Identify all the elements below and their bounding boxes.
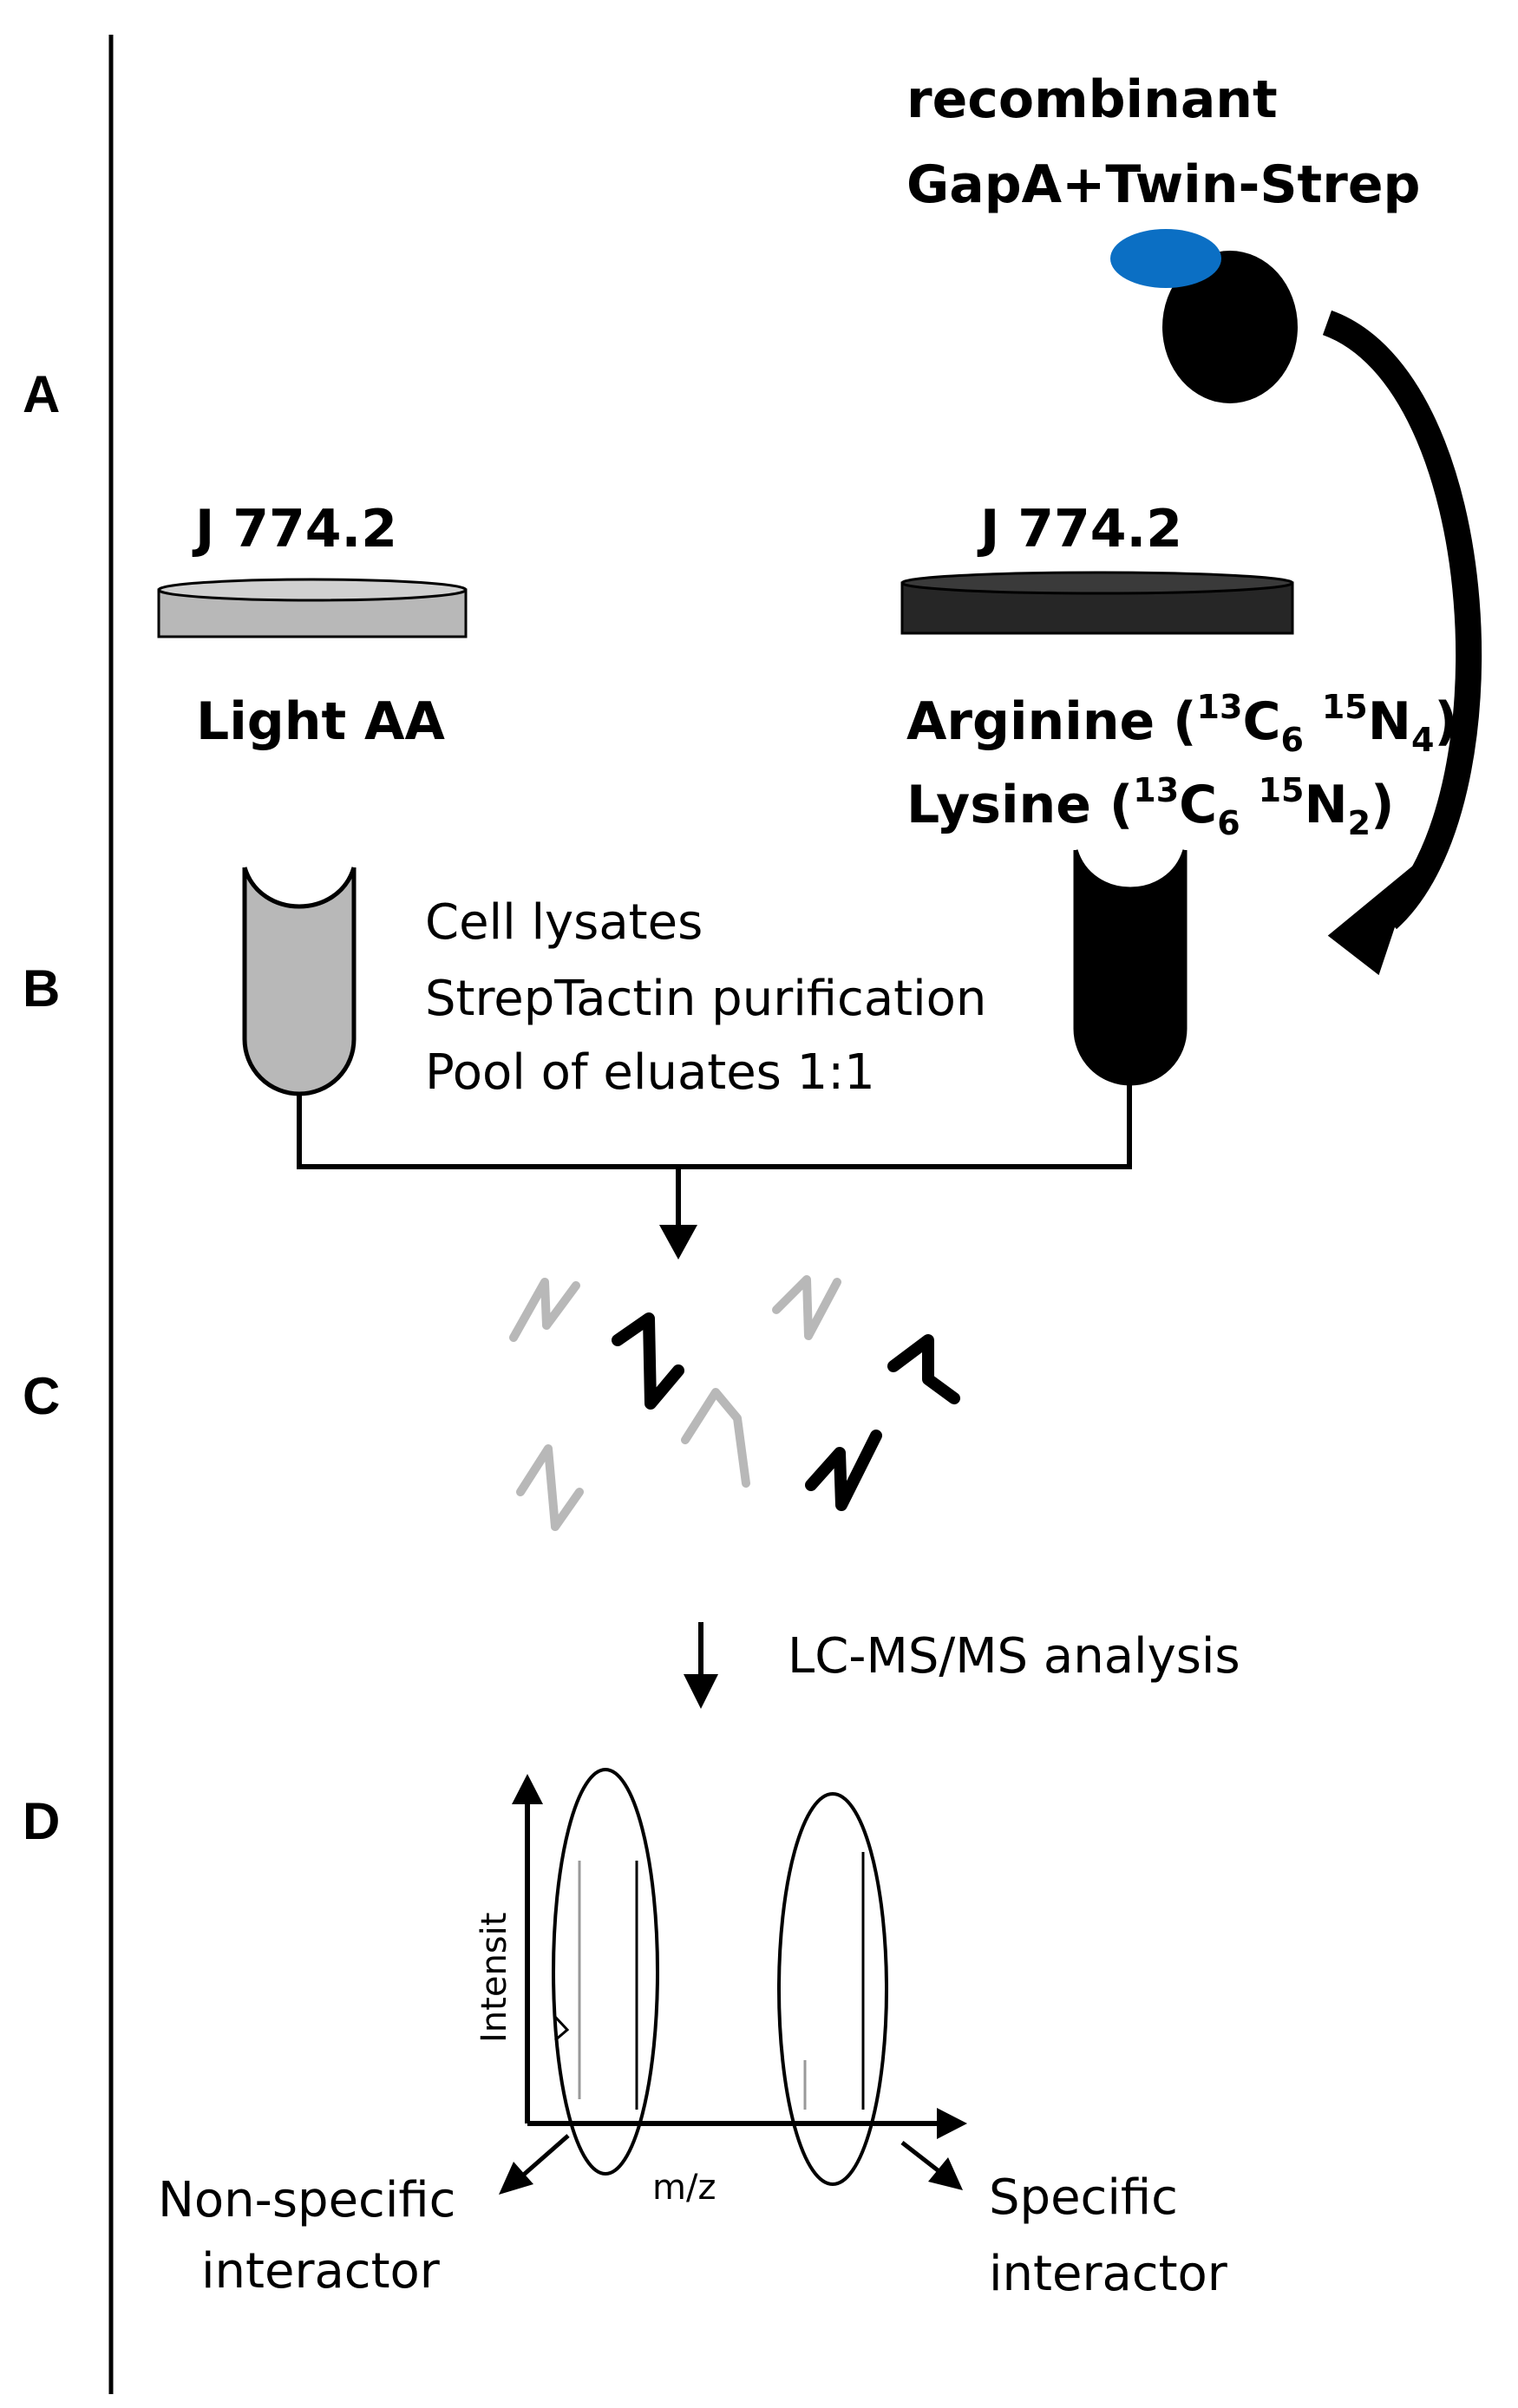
twin-strep-tag-shape bbox=[1110, 229, 1221, 288]
processing-step-purification: StrepTactin purification bbox=[425, 971, 986, 1027]
non-specific-arrow bbox=[499, 2134, 570, 2195]
non-specific-label-line2: interactor bbox=[201, 2243, 441, 2300]
spectrum-x-axis-label: m/z bbox=[652, 2168, 716, 2208]
heavy-peptide bbox=[887, 1334, 960, 1404]
light-medium-label: Light AA bbox=[196, 691, 445, 752]
light-peptide bbox=[681, 1388, 750, 1488]
heavy-lysine-label: Lysine (13C6 15N2) bbox=[906, 771, 1395, 842]
non-specific-label-line1: Non-specific bbox=[158, 2172, 455, 2228]
light-lysate-tube bbox=[242, 867, 357, 1096]
protein-label-line2: GapA+Twin-Strep bbox=[906, 154, 1420, 215]
heavy-lysate-tube bbox=[1073, 849, 1188, 1086]
specific-label-line1: Specific bbox=[989, 2169, 1178, 2226]
pooling-connector bbox=[297, 1084, 1132, 1260]
light-peptide bbox=[772, 1275, 841, 1340]
step-label-c: C bbox=[23, 1367, 60, 1425]
protein-to-tube-arrow bbox=[1322, 310, 1482, 976]
light-dish-cell-line: J 774.2 bbox=[192, 499, 397, 559]
heavy-culture-dish bbox=[900, 571, 1294, 635]
step-label-b: B bbox=[23, 959, 60, 1018]
analysis-arrow bbox=[684, 1622, 718, 1709]
mass-spectrum-plot: Intensit m/z bbox=[474, 1768, 967, 2208]
light-peptide bbox=[516, 1444, 584, 1531]
specific-arrow bbox=[900, 2141, 963, 2190]
recombinant-protein-icon bbox=[1110, 229, 1298, 403]
heavy-peptide bbox=[612, 1312, 684, 1410]
step-label-d: D bbox=[23, 1792, 60, 1850]
peptide-mixture bbox=[509, 1275, 960, 1531]
step-label-a: A bbox=[23, 365, 60, 423]
specific-peak-pair-circle bbox=[777, 1792, 888, 2186]
processing-step-lysates: Cell lysates bbox=[425, 894, 703, 951]
heavy-peptide bbox=[805, 1430, 882, 1511]
y-axis-tick-mark bbox=[553, 2015, 570, 2042]
protein-body-shape bbox=[1162, 251, 1298, 403]
protein-label-line1: recombinant bbox=[906, 69, 1278, 130]
specific-label-line2: interactor bbox=[989, 2246, 1228, 2302]
spectrum-y-axis-label: Intensit bbox=[474, 1913, 514, 2043]
light-peptide bbox=[509, 1278, 580, 1342]
analysis-label: LC-MS/MS analysis bbox=[788, 1628, 1240, 1685]
processing-step-pooling: Pool of eluates 1:1 bbox=[425, 1044, 875, 1101]
heavy-arginine-label: Arginine (13C6 15N4) bbox=[906, 688, 1458, 759]
non-specific-peak-pair-circle bbox=[552, 1768, 659, 2176]
light-culture-dish bbox=[157, 578, 468, 638]
heavy-dish-cell-line: J 774.2 bbox=[977, 499, 1182, 559]
